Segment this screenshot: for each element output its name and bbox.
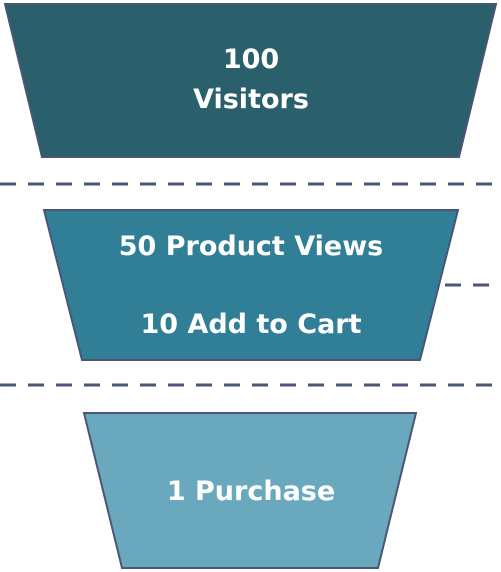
stage-views-label: 50 Product Views xyxy=(119,231,384,262)
stage-visitors-shape xyxy=(3,3,498,158)
funnel-stage-visitors: 100 Visitors xyxy=(3,3,498,158)
stage-visitors-line-2: Visitors xyxy=(193,84,309,115)
stage-visitors-line-1: 100 xyxy=(223,44,279,75)
funnel-stage-views-cart: 50 Product Views 10 Add to Cart xyxy=(42,209,460,361)
funnel-stage-purchase: 1 Purchase xyxy=(82,412,418,569)
stage-purchase-shape xyxy=(82,412,418,569)
stage-purchase-label: 1 Purchase xyxy=(167,476,335,507)
stage-cart-label: 10 Add to Cart xyxy=(140,309,361,340)
dividers xyxy=(0,182,501,387)
stage-views-cart-shape xyxy=(42,209,460,361)
